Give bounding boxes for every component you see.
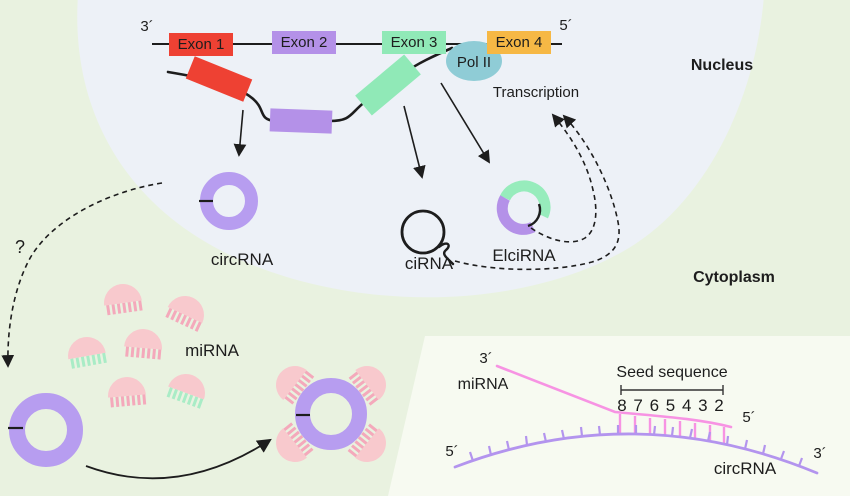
elcirna-ring	[496, 180, 551, 235]
question-mark-label: ?	[15, 237, 25, 257]
panel-circrna-three-prime: 3´	[813, 445, 826, 462]
sponge-circrna-ring	[295, 378, 367, 450]
nucleus-region	[77, 0, 764, 298]
seed-bracket	[620, 385, 724, 395]
cytoplasm-label: Cytoplasm	[693, 269, 775, 286]
transcription-label: Transcription	[493, 84, 579, 101]
exon4-box	[487, 31, 551, 54]
exon3-label: Exon 3	[391, 34, 438, 51]
export-question-arrow	[1, 182, 163, 368]
panel-mirna-five-prime: 5´	[742, 409, 755, 426]
exon1-label: Exon 1	[178, 36, 225, 53]
transcript-exon1-box	[185, 56, 253, 102]
exon1-box	[169, 33, 233, 56]
gene-five-prime-label: 5´	[559, 17, 572, 34]
cytoplasmic-circrna-ring	[9, 393, 83, 467]
exon2-label: Exon 2	[281, 34, 328, 51]
panel-mirna-three-prime: 3´	[479, 350, 492, 367]
elcirna-intron-arc	[527, 203, 542, 228]
elcirna-feedback-arrow	[530, 113, 597, 243]
seed-sequence-title: Seed sequence	[616, 364, 727, 381]
exon2-box	[272, 31, 336, 54]
exon4-label: Exon 4	[496, 34, 543, 51]
elcirna-green-arc	[500, 180, 551, 219]
gene-exon-boxes	[169, 31, 551, 56]
transcript-exon3-box	[355, 54, 421, 116]
seed-position-numbers: 8 7 6 5 4 3 2	[617, 396, 725, 415]
arrow-to-elcirna	[440, 82, 490, 164]
panel-circrna-ticks	[468, 425, 804, 467]
elcirna-purple-arc	[496, 195, 536, 235]
circrna-label: circRNA	[211, 250, 274, 269]
feedback-dashed-arrows	[454, 113, 620, 271]
mirna-label: miRNA	[185, 341, 239, 360]
sponge-arrow	[85, 438, 272, 480]
cirna-tail	[437, 242, 455, 266]
pol2-label: Pol II	[457, 54, 491, 71]
cirna-loop	[400, 209, 446, 255]
panel-mirna-label: miRNA	[458, 376, 509, 393]
panel-mirna-strand	[495, 364, 733, 429]
cirna-feedback-arrow	[454, 114, 620, 271]
gene-three-prime-label: 3´	[140, 18, 153, 35]
panel-circrna-five-prime: 5´	[445, 443, 458, 460]
nucleus-label: Nucleus	[691, 57, 753, 74]
panel-circrna-label: circRNA	[714, 459, 777, 478]
elcirna-label: ElciRNA	[492, 246, 556, 265]
cirna-label: ciRNA	[405, 254, 454, 273]
exon3-box	[382, 31, 446, 54]
transcript-exon2-box	[269, 108, 333, 134]
arrow-to-circrna	[233, 109, 247, 157]
arrow-to-cirna	[403, 105, 426, 179]
splicing-arrows	[233, 82, 490, 179]
sponge-bound-mirnas	[268, 358, 394, 470]
